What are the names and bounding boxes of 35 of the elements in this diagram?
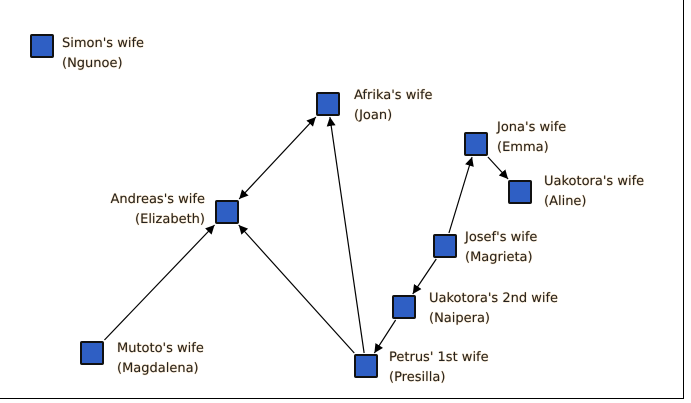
arrow	[448, 156, 474, 234]
node-square	[508, 180, 532, 204]
name-note: (Aline)	[544, 193, 586, 211]
name-label: Mutoto's wife	[117, 340, 204, 358]
node-square	[433, 234, 457, 258]
name-note: (Elizabeth)	[135, 211, 205, 229]
node-square	[464, 132, 488, 156]
arrow	[374, 320, 396, 354]
name-label: Uakotora's wife	[544, 173, 644, 191]
node-square	[30, 34, 54, 58]
name-note: (Joan)	[354, 107, 392, 125]
name-label: Petrus' 1st wife	[389, 349, 489, 367]
arrow	[487, 156, 509, 180]
name-note: (Ngunoe)	[62, 55, 123, 73]
arrow	[238, 116, 316, 200]
name-label: Simon's wife	[62, 35, 144, 53]
name-label: Andreas's wife	[110, 191, 205, 209]
arrow	[326, 116, 365, 354]
name-label: Uakotora's 2nd wife	[429, 290, 558, 308]
name-note: (Magrieta)	[465, 249, 533, 267]
name-note: (Magdalena)	[117, 360, 199, 378]
node-square	[215, 200, 239, 224]
arrow	[412, 258, 437, 294]
name-note: (Presilla)	[389, 369, 446, 387]
name-label: Afrika's wife	[354, 87, 433, 105]
name-note: (Naipera)	[429, 310, 490, 328]
name-note: (Emma)	[497, 139, 549, 157]
name-label: Josef's wife	[465, 229, 538, 247]
name-label: Jona's wife	[497, 119, 566, 137]
arrow	[238, 224, 355, 354]
node-square	[316, 92, 340, 116]
node-square	[80, 341, 104, 365]
node-square	[392, 295, 416, 319]
arrow	[104, 224, 215, 340]
node-square	[354, 354, 378, 378]
